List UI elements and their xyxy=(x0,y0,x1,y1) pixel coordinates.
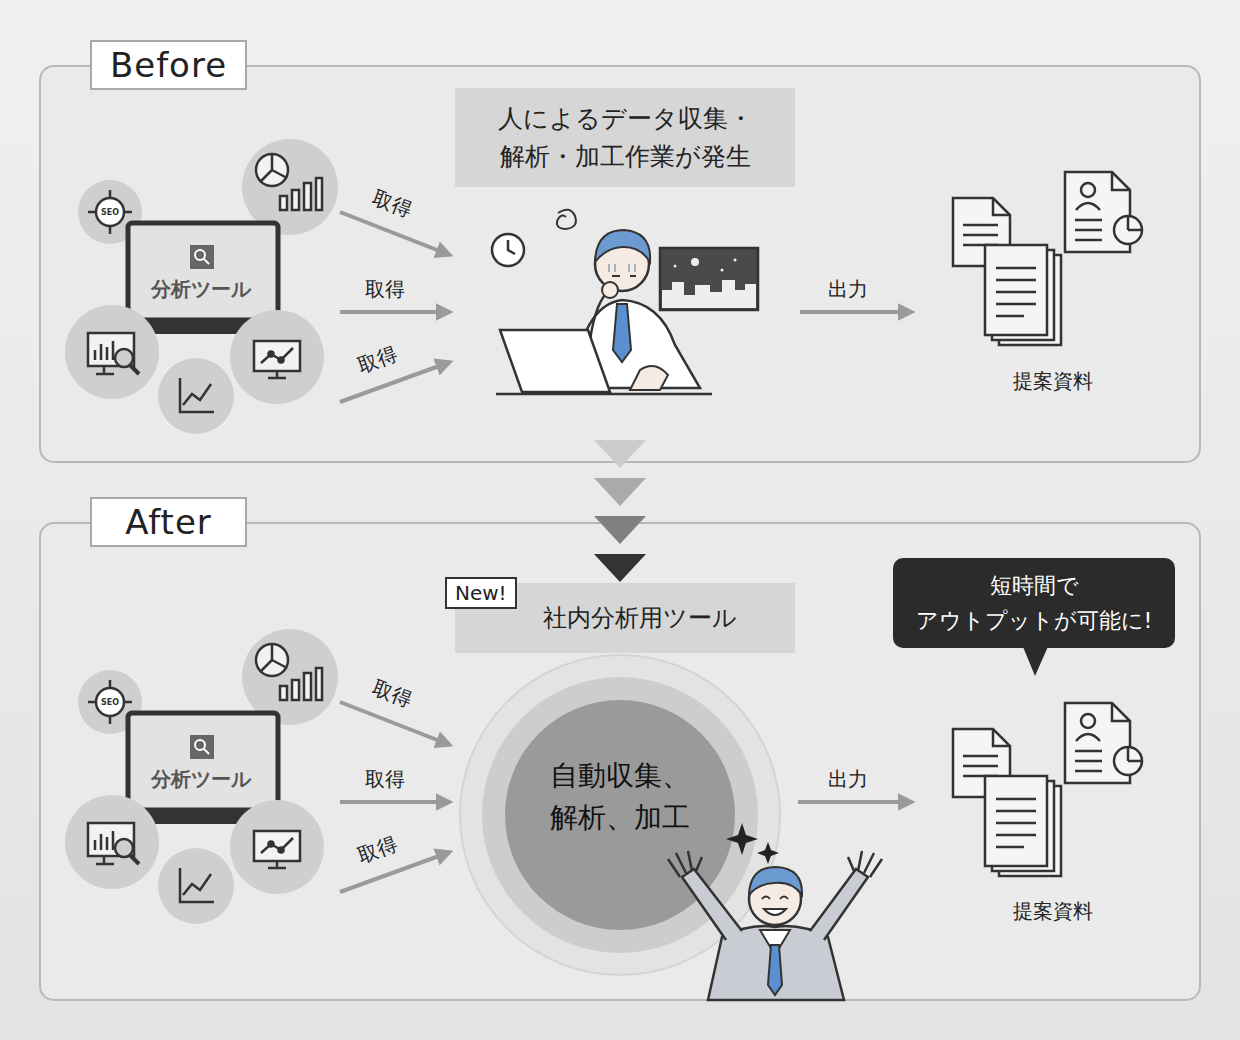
edge-label: 出力 xyxy=(828,276,868,303)
flow-arrow xyxy=(340,312,450,313)
happy-person xyxy=(848,851,882,877)
node-text: 短時間で アウトプットが可能に! xyxy=(893,558,1175,648)
worker-illustration xyxy=(734,259,737,262)
arrow-line xyxy=(340,800,450,804)
worker-illustration xyxy=(557,210,576,229)
happy-person xyxy=(668,851,702,877)
edge-label: 取得 xyxy=(365,276,405,303)
flow-arrow xyxy=(800,312,912,313)
panel-ground xyxy=(40,66,1200,462)
node-text: 社内分析用ツール xyxy=(503,594,747,642)
flow-arrow xyxy=(340,802,450,803)
worker-illustration xyxy=(612,275,636,277)
chevron xyxy=(594,478,646,506)
sparkle xyxy=(757,842,779,864)
arrow-line xyxy=(800,310,912,314)
proposal-docs: 提案資料 xyxy=(945,700,1160,925)
happy-person xyxy=(810,869,868,940)
manual-work-area: 人によるデータ収集・ 解析・加工作業が発生 xyxy=(455,88,795,398)
callout-bubble: 短時間で アウトプットが可能に! xyxy=(893,558,1175,648)
proposal-docs: 提案資料 xyxy=(945,170,1160,395)
worker-illustration xyxy=(602,282,618,298)
happy-person xyxy=(682,869,742,940)
arrow-line xyxy=(340,310,450,314)
flow-chevrons xyxy=(594,440,646,582)
node-text: 提案資料 xyxy=(945,368,1160,395)
tool-icons xyxy=(65,629,338,924)
flow-arrow xyxy=(798,802,912,803)
document-icons xyxy=(953,172,1142,345)
arrow-line xyxy=(798,800,912,804)
node-text: 人によるデータ収集・ 解析・加工作業が発生 xyxy=(455,88,795,187)
node-text: After xyxy=(90,497,247,547)
sparkle xyxy=(726,823,758,855)
chevron xyxy=(594,554,646,582)
chevron xyxy=(594,440,646,468)
icon-label: SEO xyxy=(101,698,119,707)
worker-illustration xyxy=(630,366,668,390)
node-text: 提案資料 xyxy=(945,898,1160,925)
panel-ground xyxy=(40,523,1200,1000)
happy-person xyxy=(768,945,782,995)
worker-illustration xyxy=(496,393,712,396)
edge-label: 出力 xyxy=(828,766,868,793)
document-icons xyxy=(953,703,1142,876)
circle-and-person xyxy=(460,655,780,975)
worker-illustration xyxy=(595,230,650,262)
happy-person xyxy=(749,867,802,895)
worker-illustration xyxy=(662,280,756,308)
worker-illustration xyxy=(674,265,677,268)
after-panel: After分析ツール社内分析用ツールNew! 自動収集、 解析、加工提案資料短時… xyxy=(40,523,1200,1000)
happy-person xyxy=(762,897,788,916)
tool-cluster: 分析ツール xyxy=(60,140,335,435)
worker-illustration xyxy=(660,248,758,310)
new-badge: New! xyxy=(445,577,517,609)
node-text: 分析ツール xyxy=(130,766,272,793)
worker-illustration xyxy=(691,258,699,266)
worker-illustration xyxy=(721,269,724,272)
chevron xyxy=(594,516,646,544)
happy-person xyxy=(668,851,882,1000)
worker-illustration xyxy=(508,240,515,254)
node-text: 自動収集、 解析、加工 xyxy=(520,755,720,839)
tool-cluster: 分析ツール xyxy=(60,630,335,925)
circle-and-person xyxy=(482,677,758,953)
process-circle: 自動収集、 解析、加工 xyxy=(460,655,780,975)
node-text: Before xyxy=(90,40,247,90)
worker-illustration xyxy=(500,330,610,392)
edge-label: 取得 xyxy=(365,766,405,793)
node-text: 分析ツール xyxy=(130,276,272,303)
worker-illustration xyxy=(492,234,524,266)
tool-icons xyxy=(65,139,338,434)
worker-illustration xyxy=(609,264,635,272)
worker-illustration xyxy=(492,210,758,394)
before-panel: Before分析ツール人によるデータ収集・ 解析・加工作業が発生提案資料 xyxy=(40,66,1200,462)
node-text: New! xyxy=(447,579,515,607)
icon-label: SEO xyxy=(101,208,119,217)
worker-illustration xyxy=(613,304,631,362)
